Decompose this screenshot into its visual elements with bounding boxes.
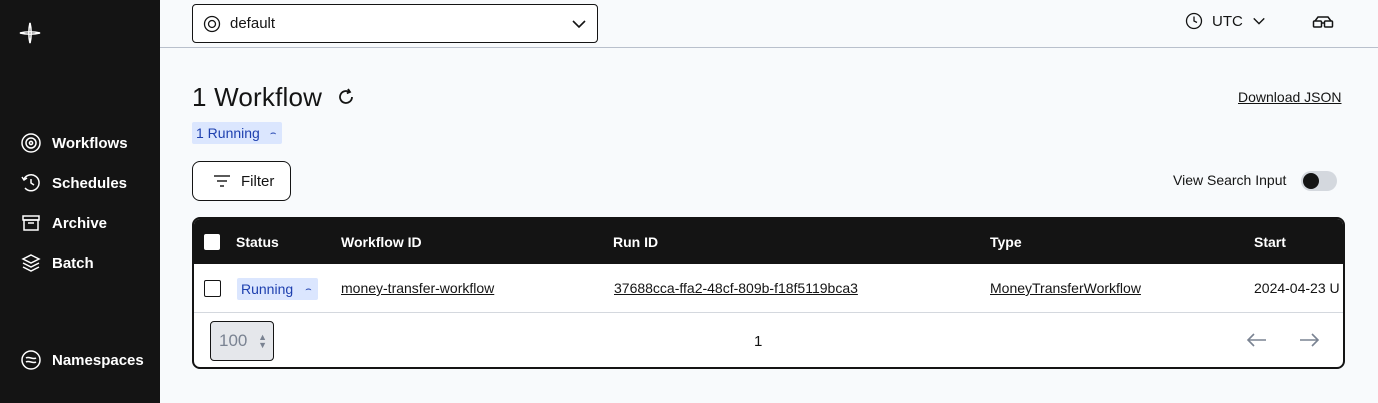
timezone-label: UTC (1212, 12, 1243, 30)
select-all-checkbox[interactable] (204, 234, 220, 250)
row-checkbox[interactable] (204, 280, 221, 297)
column-header-status[interactable]: Status (236, 234, 279, 250)
sidebar-item-label: Batch (52, 254, 94, 272)
sidebar-item-label: Schedules (52, 174, 128, 192)
clock-icon (1185, 12, 1203, 30)
workflows-table: Status Workflow ID Run ID Type Start Run… (192, 217, 1345, 369)
workflow-id-link[interactable]: money-transfer-workflow (341, 280, 495, 296)
table-header: Status Workflow ID Run ID Type Start (194, 219, 1343, 264)
sidebar-item-namespaces[interactable]: Namespaces (20, 349, 144, 371)
running-count-chip[interactable]: 1 Running ⌢ (192, 122, 283, 144)
start-time: 2024-04-23 U (1254, 280, 1340, 296)
filter-button[interactable]: Filter (192, 161, 291, 201)
sidebar-item-label: Workflows (52, 134, 128, 152)
run-id-link[interactable]: 37688cca-ffa2-48cf-809b-f18f5119bca3 (614, 280, 858, 296)
chevron-down-icon (1253, 17, 1265, 25)
up-down-arrows-icon: ▲▼ (258, 332, 267, 350)
filter-icon (214, 175, 230, 187)
batch-icon (21, 254, 41, 272)
namespace-value: default (230, 15, 276, 32)
running-wave-icon: ⌢ (305, 283, 312, 295)
toggle-knob (1303, 173, 1319, 189)
refresh-icon[interactable] (336, 87, 356, 107)
workflows-icon (21, 133, 41, 153)
column-header-run-id[interactable]: Run ID (613, 234, 659, 250)
namespaces-icon (21, 350, 41, 370)
temporal-logo-icon[interactable] (18, 21, 42, 45)
view-search-input-label: View Search Input (1173, 172, 1287, 188)
filter-label: Filter (241, 172, 275, 190)
sidebar-item-batch[interactable]: Batch (20, 252, 94, 274)
view-search-input-toggle[interactable] (1301, 171, 1337, 191)
status-label: Running (241, 281, 294, 297)
column-header-type[interactable]: Type (990, 234, 1022, 250)
sidebar: Workflows Schedules Archive Batch Namesp… (0, 0, 160, 403)
page-size-select[interactable]: 100 ▲▼ (210, 321, 274, 361)
sidebar-item-label: Namespaces (52, 351, 144, 369)
table-pagination: 100 ▲▼ 1 (194, 313, 1343, 367)
schedules-icon (21, 174, 40, 192)
table-row[interactable]: Running ⌢ money-transfer-workflow 37688c… (194, 264, 1343, 313)
column-header-start[interactable]: Start (1254, 234, 1286, 250)
page-size-value: 100 (219, 331, 248, 350)
previous-page-arrow-icon[interactable] (1246, 331, 1268, 349)
archive-icon (22, 215, 40, 231)
column-header-workflow-id[interactable]: Workflow ID (341, 234, 422, 250)
timezone-select[interactable]: UTC (1185, 12, 1266, 30)
running-wave-icon: ⌢ (269, 127, 277, 139)
download-json-link[interactable]: Download JSON (1238, 89, 1342, 105)
status-badge: Running ⌢ (237, 278, 318, 300)
running-count-label: 1 Running (196, 125, 260, 141)
current-page: 1 (754, 333, 763, 350)
workflow-type-link[interactable]: MoneyTransferWorkflow (990, 280, 1141, 296)
top-bar: default UTC (160, 0, 1378, 48)
page-title: 1 Workflow (192, 82, 323, 112)
data-encoder-glasses-icon[interactable] (1312, 14, 1334, 32)
sidebar-item-archive[interactable]: Archive (20, 212, 107, 234)
next-page-arrow-icon[interactable] (1298, 331, 1320, 349)
sidebar-item-schedules[interactable]: Schedules (20, 172, 127, 194)
chevron-down-icon (572, 19, 586, 28)
namespace-icon (203, 15, 221, 32)
namespace-select[interactable]: default (192, 4, 598, 43)
sidebar-item-label: Archive (52, 214, 108, 232)
sidebar-item-workflows[interactable]: Workflows (20, 132, 128, 154)
